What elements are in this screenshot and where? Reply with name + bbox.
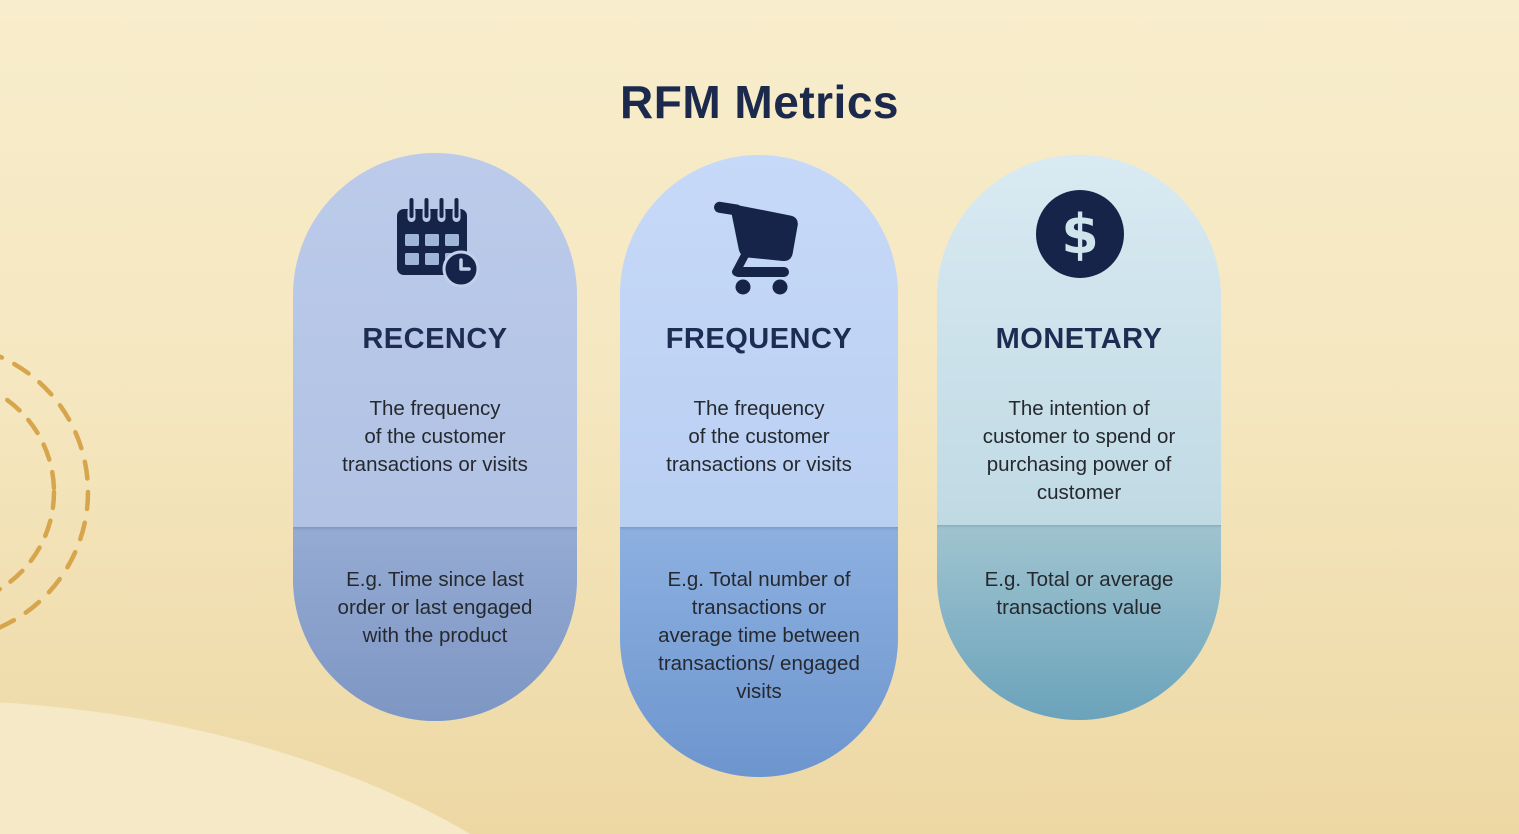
card-monetary-title: MONETARY — [995, 323, 1163, 355]
card-recency-description: The frequency of the customer transactio… — [342, 397, 528, 476]
card-frequency-example: E.g. Total number of transactions or ave… — [658, 568, 860, 703]
card-recency: RECENCY The frequency of the customer tr… — [293, 153, 577, 721]
card-monetary: $ MONETARY The intention of customer to … — [937, 155, 1221, 720]
calendar-clock-icon — [397, 198, 480, 288]
card-monetary-example: E.g. Total or average transactions value — [984, 568, 1174, 619]
card-recency-bottom-band — [293, 527, 577, 721]
page-title: RFM Metrics — [620, 75, 899, 128]
card-frequency-bottom-band — [620, 527, 898, 777]
card-frequency-description: The frequency of the customer transactio… — [666, 397, 852, 476]
card-monetary-description: The intention of customer to spend or pu… — [982, 397, 1176, 504]
card-recency-example: E.g. Time since last order or last engag… — [337, 568, 533, 647]
card-frequency-title: FREQUENCY — [665, 323, 853, 355]
card-frequency: FREQUENCY The frequency of the customer … — [620, 155, 898, 777]
shopping-cart-icon — [714, 201, 798, 295]
dollar-circle-icon: $ — [1036, 190, 1124, 278]
dashed-circles-decoration — [0, 354, 91, 630]
card-monetary-bottom-band — [937, 525, 1221, 720]
svg-text:$: $ — [1061, 203, 1099, 266]
card-recency-title: RECENCY — [362, 323, 508, 355]
